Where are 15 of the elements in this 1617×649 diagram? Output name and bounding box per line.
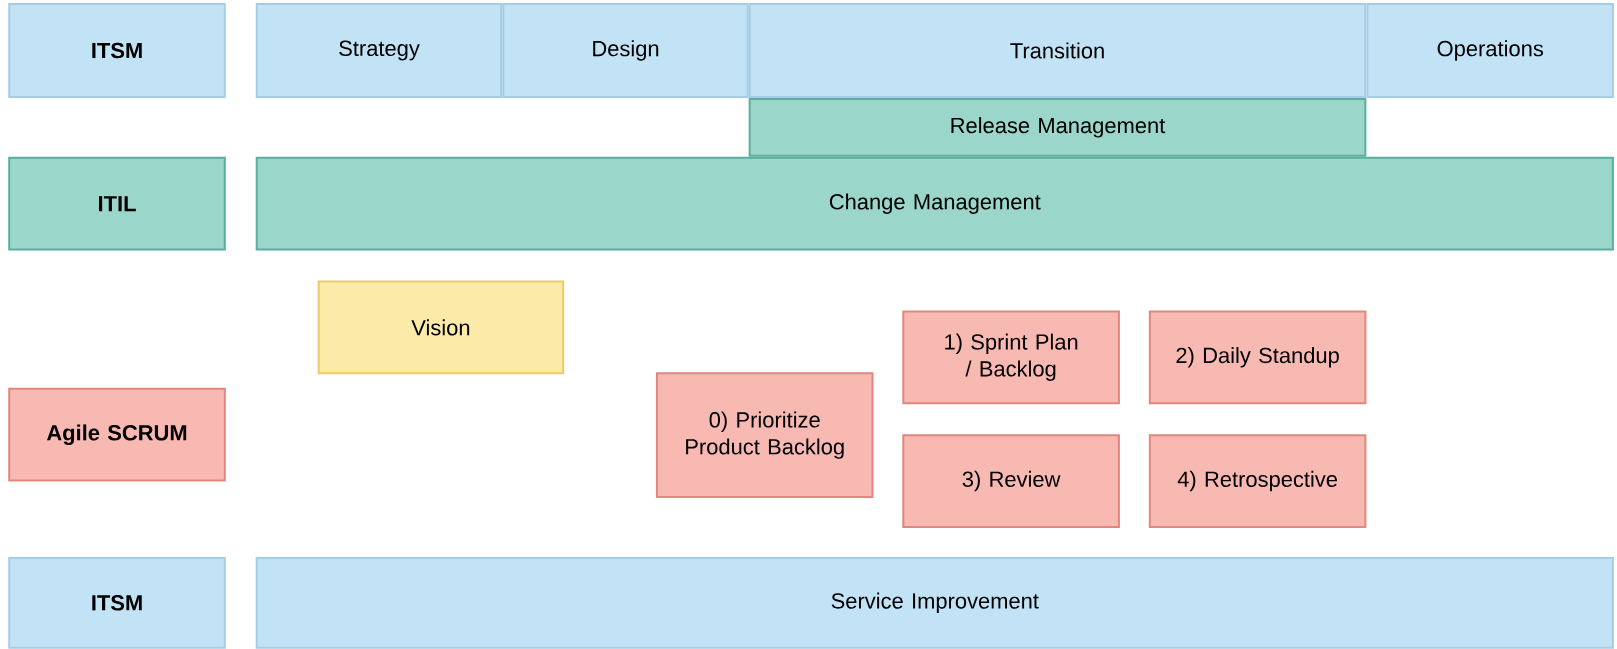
row-label-box: ITSM [8,556,226,649]
phase-box: Strategy [255,3,503,98]
activity-box: Vision [317,280,565,375]
row-label-box: ITIL [8,156,226,251]
activity-box: 0) Prioritize Product Backlog [655,372,874,499]
phase-box: Design [502,3,749,98]
row-label-box: Agile SCRUM [8,387,226,482]
phase-box: Operations [1366,3,1614,98]
activity-box: 4) Retrospective [1148,434,1367,528]
row-label-box: ITSM [8,3,226,98]
process-box: Release Management [748,98,1367,157]
activity-box: 1) Sprint Plan / Backlog [902,310,1120,405]
activity-box: 2) Daily Standup [1148,310,1367,405]
phase-box: Service Improvement [255,556,1614,649]
activity-box: 3) Review [902,434,1120,528]
